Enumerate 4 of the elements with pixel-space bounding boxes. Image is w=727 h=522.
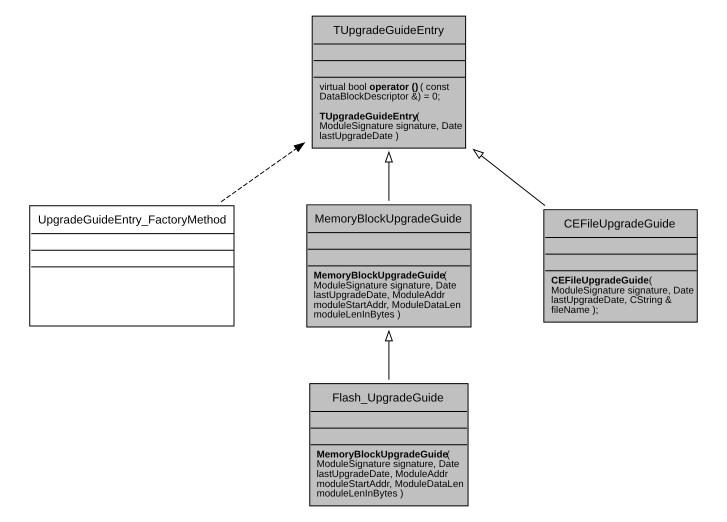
arrow [220,142,306,202]
arrow [472,148,546,206]
arrow [384,150,394,202]
arrow [384,330,394,380]
